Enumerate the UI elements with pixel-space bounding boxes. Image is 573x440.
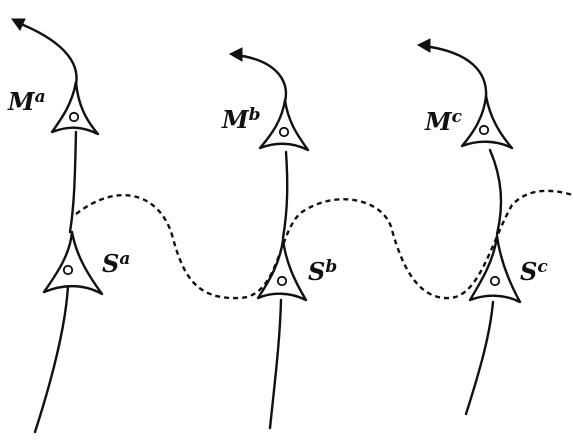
sensory-b-nucleus	[276, 275, 288, 287]
sensory-b-afferent-fibre	[268, 298, 283, 430]
motor-b-label: Mb	[221, 105, 260, 134]
motor-c-efferent-fibre	[422, 44, 488, 100]
motor-a-cell-body	[50, 80, 100, 136]
sensory-b-to-motor-b-fibre	[281, 150, 289, 240]
motor-c-cell-body	[460, 94, 514, 150]
sensory-a-to-motor-a-fibre	[68, 130, 78, 234]
motor-c-label: Mc	[424, 107, 463, 136]
neuron-unit-c: Mc Sc	[416, 38, 548, 416]
sensory-c-label: Sc	[520, 257, 548, 286]
motor-a-efferent-fibre	[14, 20, 78, 86]
motor-a-nucleus	[68, 111, 80, 123]
motor-c-nucleus	[478, 124, 490, 136]
motor-c-arrowhead	[416, 38, 431, 53]
sensory-a-nucleus	[62, 264, 74, 276]
sensory-c-to-motor-c-fibre	[488, 148, 503, 236]
sensory-b-label: Sb	[308, 257, 337, 286]
motor-b-arrowhead	[228, 47, 243, 62]
motor-b-nucleus	[278, 126, 290, 138]
sensory-a-afferent-fibre	[33, 284, 70, 434]
sensory-c-nucleus	[489, 275, 501, 287]
motor-a-label: Ma	[7, 87, 46, 116]
neuron-unit-b: Mb Sb	[221, 47, 337, 430]
sensory-c-afferent-fibre	[464, 300, 495, 416]
sensory-a-label: Sa	[102, 249, 130, 278]
motor-a-arrowhead	[11, 18, 26, 31]
motor-b-efferent-fibre	[234, 53, 288, 104]
sensory-a-cell-body	[42, 230, 104, 296]
sensory-b-cell-body	[256, 238, 308, 302]
neuron-unit-a: Ma Sa	[7, 18, 130, 434]
motor-b-cell-body	[258, 98, 310, 152]
sensory-c-cell-body	[468, 234, 522, 304]
